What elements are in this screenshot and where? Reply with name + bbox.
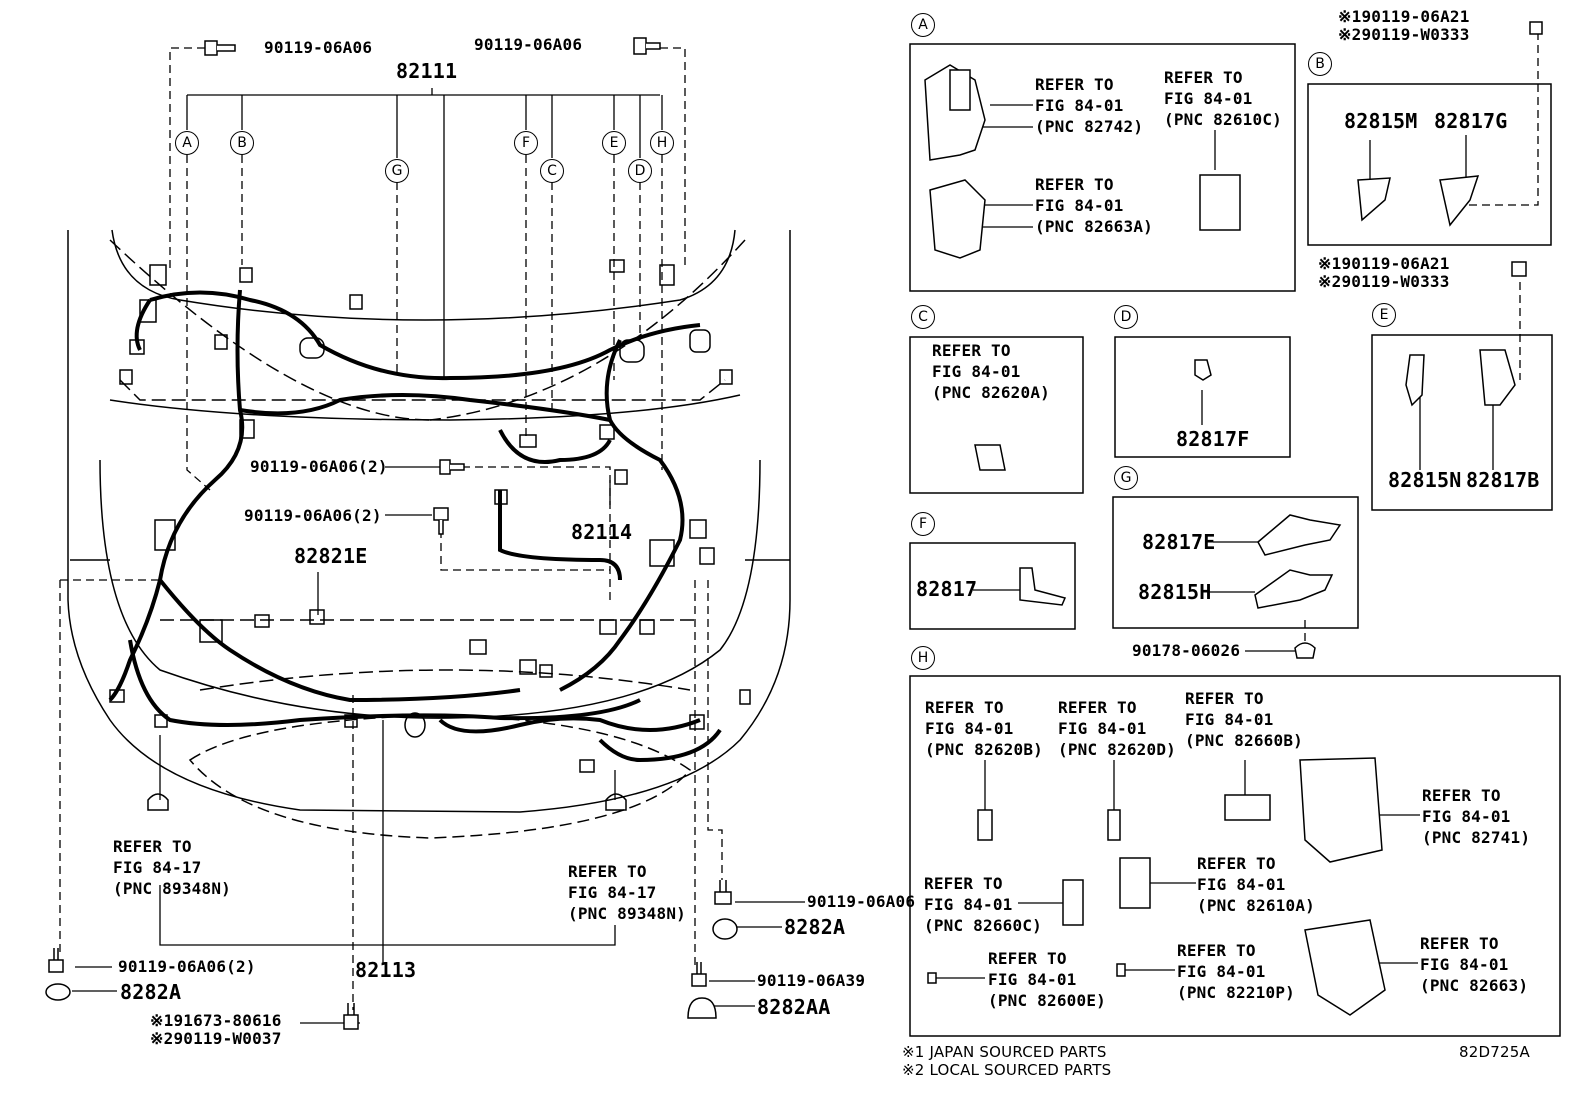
callout-f[interactable]: F xyxy=(514,131,538,155)
bolt-label-top-right: 90119-06A06 xyxy=(474,35,583,54)
panel-c-ref-82620a[interactable]: REFER TO FIG 84-01 (PNC 82620A) xyxy=(932,341,1050,402)
bolt-label-mid-1: 90119-06A06(2) xyxy=(250,457,388,476)
part-number-82815n[interactable]: 82815N xyxy=(1388,468,1462,492)
panel-h-ref-82620b[interactable]: REFER TO FIG 84-01 (PNC 82620B) xyxy=(925,698,1043,759)
panel-parts xyxy=(924,21,1543,1016)
part-number-82815m[interactable]: 82815M xyxy=(1344,109,1418,133)
part-number-82113[interactable]: 82113 xyxy=(355,958,417,982)
panel-b-note-bot-1: ※190119-06A21 xyxy=(1318,254,1450,273)
note-91673: ※191673-80616 xyxy=(150,1011,282,1030)
part-number-8282aa[interactable]: 8282AA xyxy=(757,995,831,1019)
bolt-label-bottom-right-2: 90119-06A39 xyxy=(757,971,866,990)
callout-b[interactable]: B xyxy=(230,131,254,155)
panel-h-ref-82660c[interactable]: REFER TO FIG 84-01 (PNC 82660C) xyxy=(924,874,1042,935)
panel-c-label: C xyxy=(911,305,935,329)
callout-a[interactable]: A xyxy=(175,131,199,155)
bolt-label-bottom-right-1: 90119-06A06 xyxy=(807,892,916,911)
bolt-label-mid-2: 90119-06A06(2) xyxy=(244,506,382,525)
panel-h-ref-82600e[interactable]: REFER TO FIG 84-01 (PNC 82600E) xyxy=(988,949,1106,1010)
part-number-82815h[interactable]: 82815H xyxy=(1138,580,1212,604)
diagram-code: 82D725A xyxy=(1459,1043,1530,1061)
bolts xyxy=(45,37,738,1030)
part-number-8282a-left[interactable]: 8282A xyxy=(120,980,182,1004)
part-number-82111[interactable]: 82111 xyxy=(396,59,458,83)
clip-label-90178: 90178-06026 xyxy=(1132,641,1241,660)
wire-harness xyxy=(108,289,722,763)
panel-h-ref-82741[interactable]: REFER TO FIG 84-01 (PNC 82741) xyxy=(1422,786,1531,847)
panel-f-label: F xyxy=(911,512,935,536)
note-w0037: ※290119-W0037 xyxy=(150,1029,282,1048)
panel-a-ref-82663a[interactable]: REFER TO FIG 84-01 (PNC 82663A) xyxy=(1035,175,1153,236)
panel-a-label: A xyxy=(911,13,935,37)
panel-h-ref-82620d[interactable]: REFER TO FIG 84-01 (PNC 82620D) xyxy=(1058,698,1176,759)
panel-frames xyxy=(909,43,1561,1037)
legend-japan: ※1 JAPAN SOURCED PARTS xyxy=(902,1043,1107,1061)
panel-b-label: B xyxy=(1308,52,1332,76)
panel-a-ref-82610c[interactable]: REFER TO FIG 84-01 (PNC 82610C) xyxy=(1164,68,1282,129)
panel-h-ref-82610a[interactable]: REFER TO FIG 84-01 (PNC 82610A) xyxy=(1197,854,1315,915)
refer-right[interactable]: REFER TO FIG 84-17 (PNC 89348N) xyxy=(568,862,686,923)
callout-h[interactable]: H xyxy=(650,131,674,155)
panel-e-label: E xyxy=(1372,303,1396,327)
panel-b-note-top-2: ※290119-W0333 xyxy=(1338,25,1470,44)
part-number-82817f[interactable]: 82817F xyxy=(1176,427,1250,451)
legend-local: ※2 LOCAL SOURCED PARTS xyxy=(902,1061,1112,1079)
part-number-82817b[interactable]: 82817B xyxy=(1466,468,1540,492)
part-number-82821e[interactable]: 82821E xyxy=(294,544,368,568)
callout-e[interactable]: E xyxy=(602,131,626,155)
bolt-label-bottom-left: 90119-06A06(2) xyxy=(118,957,256,976)
panel-d-label: D xyxy=(1114,305,1138,329)
panel-leaders xyxy=(935,32,1539,979)
panel-h-ref-82663[interactable]: REFER TO FIG 84-01 (PNC 82663) xyxy=(1420,934,1529,995)
vehicle-outline xyxy=(67,229,791,839)
callout-d[interactable]: D xyxy=(628,159,652,183)
part-number-8282a-right[interactable]: 8282A xyxy=(784,915,846,939)
part-number-82817e[interactable]: 82817E xyxy=(1142,530,1216,554)
part-number-82114[interactable]: 82114 xyxy=(571,520,633,544)
part-number-82817[interactable]: 82817 xyxy=(916,577,978,601)
panel-h-ref-82210p[interactable]: REFER TO FIG 84-01 (PNC 82210P) xyxy=(1177,941,1295,1002)
leader-lines xyxy=(59,47,805,1024)
refer-left[interactable]: REFER TO FIG 84-17 (PNC 89348N) xyxy=(113,837,231,898)
panel-b-note-bot-2: ※290119-W0333 xyxy=(1318,272,1450,291)
callout-c[interactable]: C xyxy=(540,159,564,183)
panel-h-ref-82660b[interactable]: REFER TO FIG 84-01 (PNC 82660B) xyxy=(1185,689,1303,750)
panel-h-label: H xyxy=(911,646,935,670)
callout-g[interactable]: G xyxy=(385,159,409,183)
panel-a-ref-82742[interactable]: REFER TO FIG 84-01 (PNC 82742) xyxy=(1035,75,1144,136)
connectors xyxy=(109,259,751,811)
panel-g-label: G xyxy=(1114,466,1138,490)
part-number-82817g[interactable]: 82817G xyxy=(1434,109,1508,133)
bolt-label-top-left: 90119-06A06 xyxy=(264,38,373,57)
panel-b-note-top-1: ※190119-06A21 xyxy=(1338,7,1470,26)
